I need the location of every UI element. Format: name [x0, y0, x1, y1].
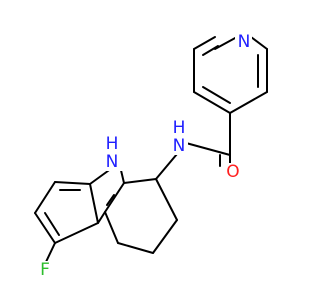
amide-hydrogen-label: H — [173, 118, 186, 138]
bond — [123, 178, 157, 184]
indole-nitrogen: N H — [104, 134, 132, 172]
bond — [54, 222, 99, 244]
molecule-structure: N O N H N H F — [34, 32, 268, 280]
bond — [250, 36, 268, 50]
amide-nitrogen-symbol: N — [173, 136, 186, 156]
bond — [117, 242, 154, 254]
bond — [214, 36, 238, 50]
bond — [44, 212, 60, 236]
pyridine-nitrogen-symbol: N — [238, 32, 251, 52]
bond — [89, 183, 99, 224]
bond — [34, 181, 56, 214]
atoms-group: N O N H N H F — [37, 32, 252, 280]
bond — [97, 211, 106, 224]
bond — [193, 91, 231, 114]
amide-oxygen: O — [224, 162, 242, 182]
indole-hydrogen-label: H — [106, 134, 119, 154]
bonds-group — [34, 36, 268, 265]
bond — [202, 45, 219, 56]
bond — [155, 153, 178, 180]
bond — [44, 242, 56, 265]
bond — [229, 91, 268, 114]
bond — [54, 181, 91, 185]
bond — [152, 219, 178, 254]
bond — [155, 178, 178, 221]
bond — [104, 182, 125, 213]
bond — [185, 142, 231, 156]
amide-nitrogen: N H — [170, 118, 188, 156]
bond — [106, 194, 115, 206]
amide-oxygen-symbol: O — [226, 162, 239, 182]
fluorine-atom: F — [37, 260, 53, 280]
bond — [34, 212, 56, 244]
pyridine-nitrogen: N — [235, 32, 252, 52]
bond — [104, 211, 119, 244]
fluorine-symbol: F — [40, 260, 50, 280]
indole-nitrogen-symbol: N — [106, 152, 119, 172]
bond — [202, 86, 231, 104]
bond — [193, 36, 216, 50]
